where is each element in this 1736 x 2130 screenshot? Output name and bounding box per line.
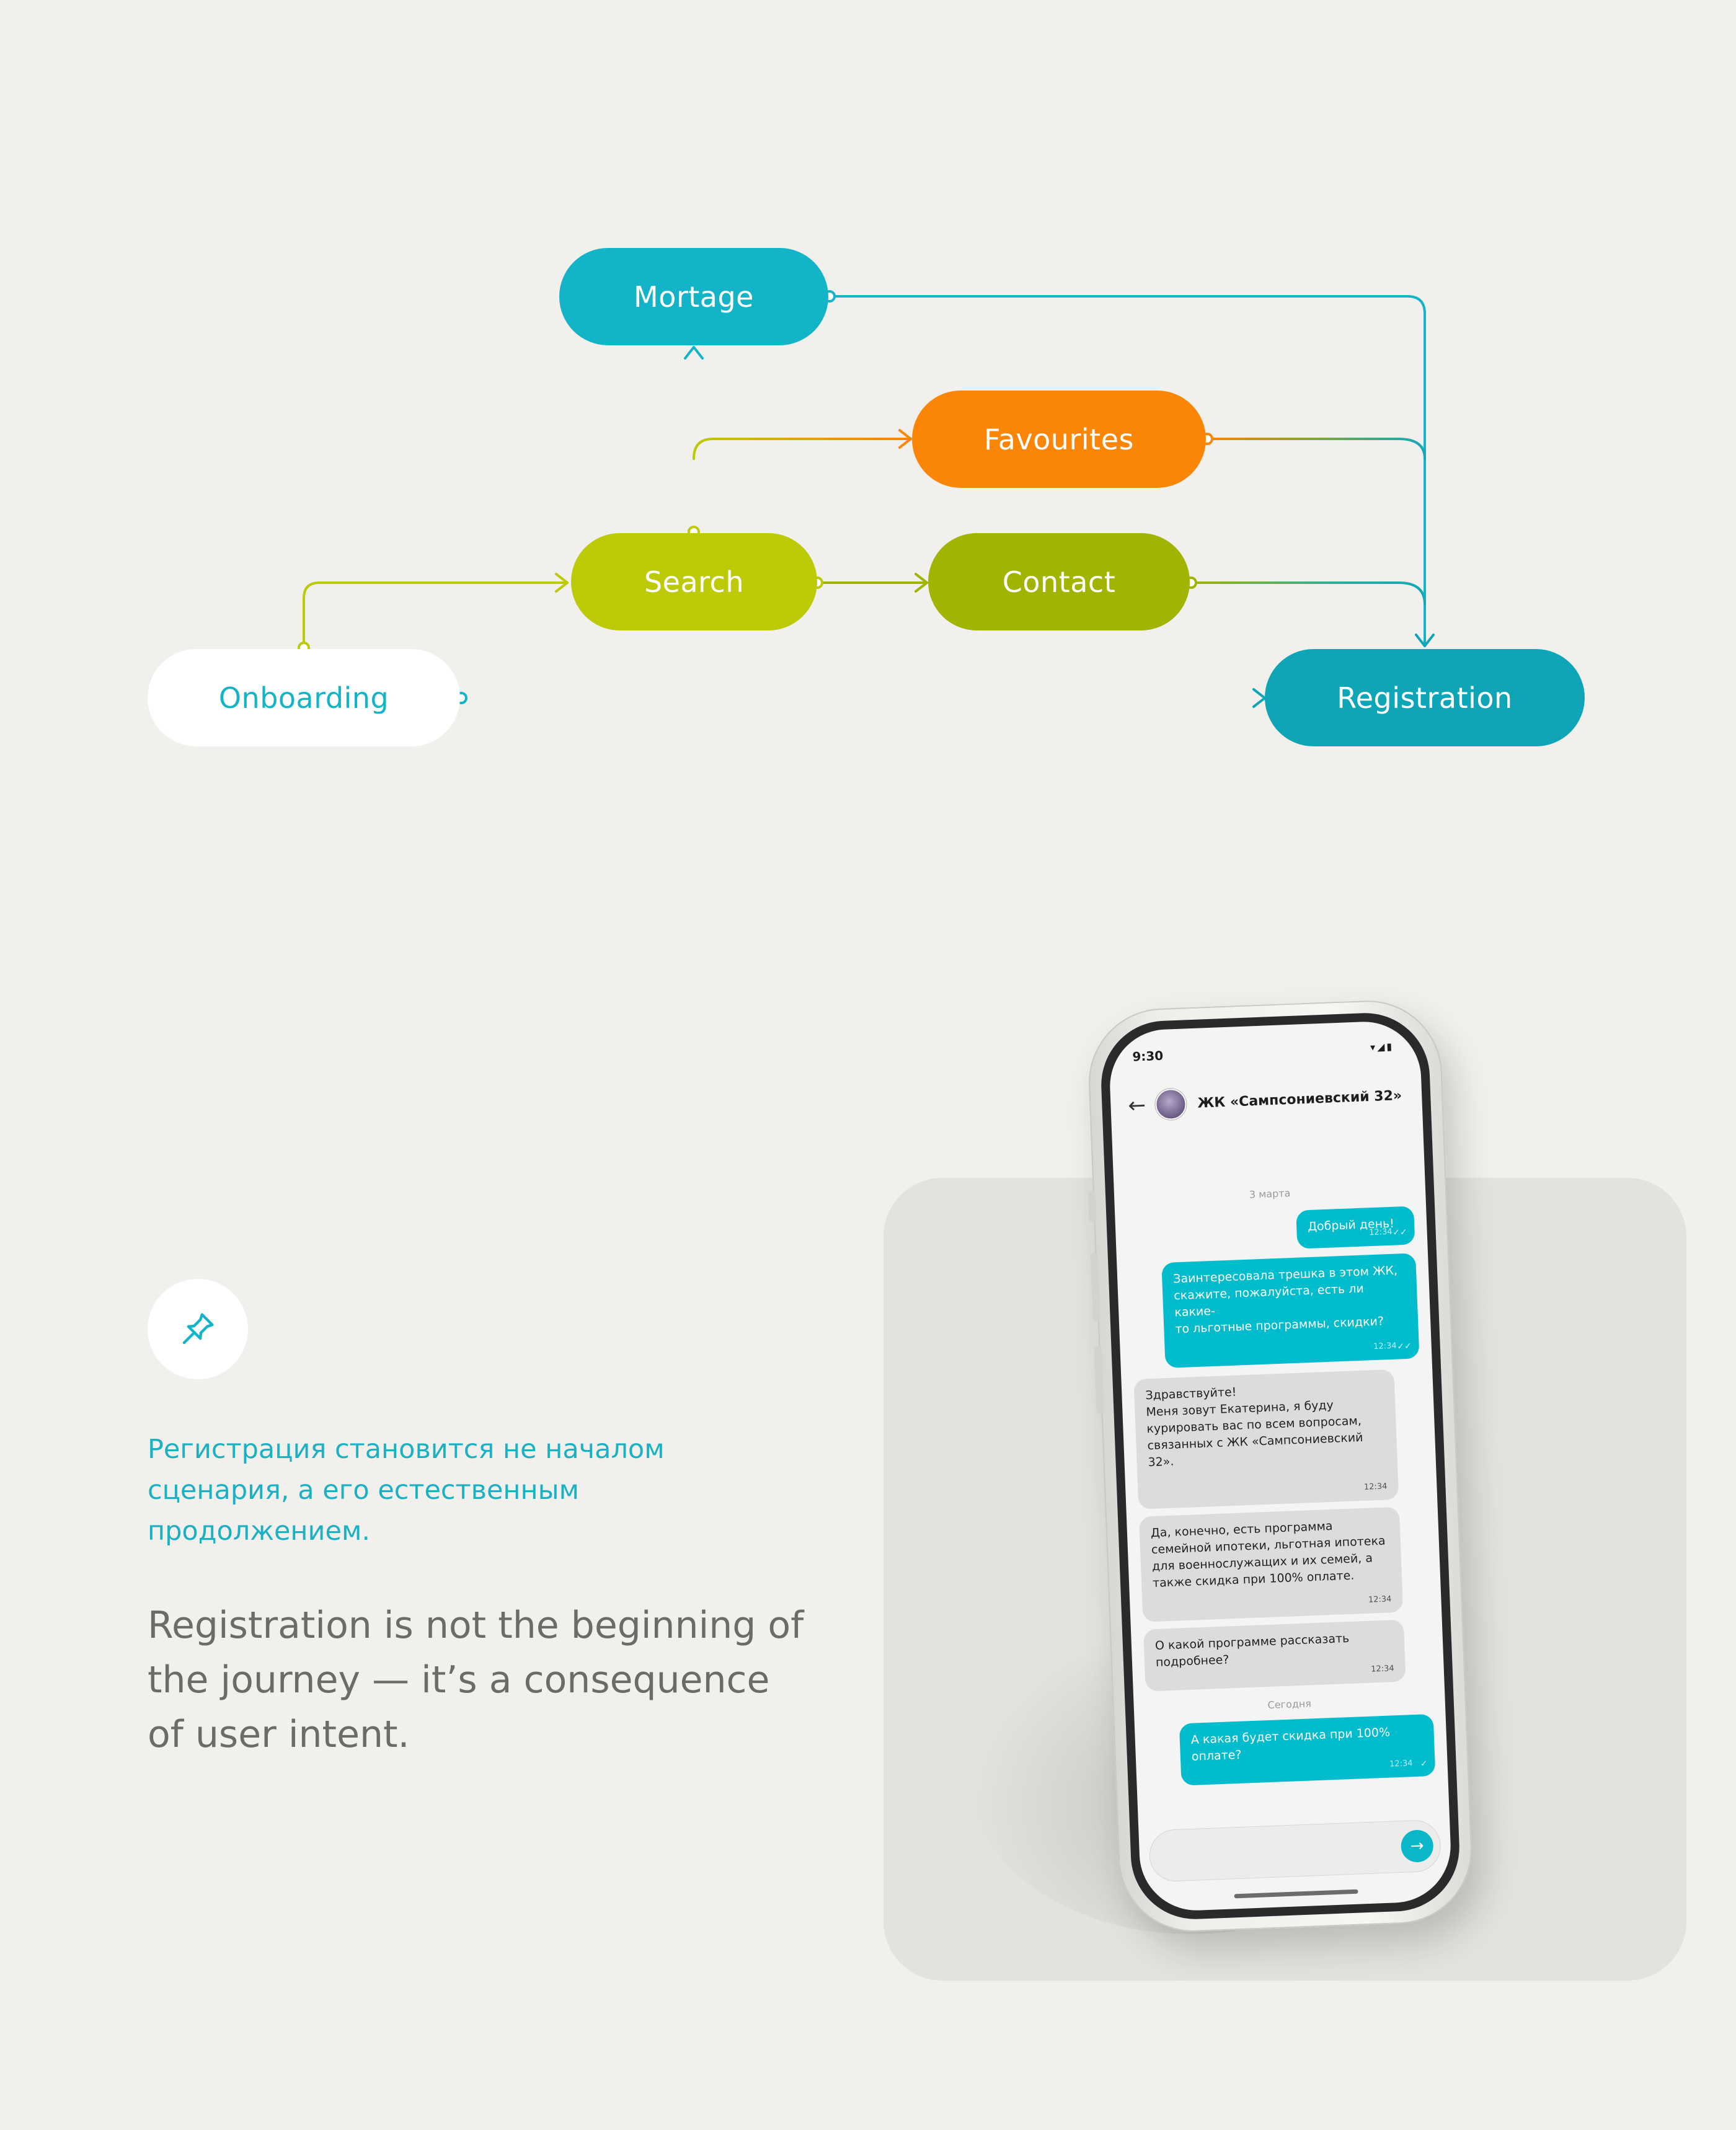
node-search: Search xyxy=(571,533,817,630)
edge-to-registration-arrow xyxy=(1415,634,1435,647)
edge-search-mortage-arrow xyxy=(684,346,704,360)
message-time: 12:34 xyxy=(1373,1341,1397,1352)
node-contact: Contact xyxy=(928,533,1190,630)
date-separator: Сегодня xyxy=(1267,1697,1312,1712)
message-time: 12:34 xyxy=(1363,1482,1388,1492)
chat-header: ← ЖК «Сампсониевский 32» xyxy=(1127,1074,1407,1128)
message-incoming: О какой программе рассказать подробнее? … xyxy=(1143,1619,1406,1692)
feature-text-en: Registration is not the beginning of the… xyxy=(148,1604,804,1756)
message-outgoing: А какая будет скидка при 100% оплате? 12… xyxy=(1179,1713,1436,1786)
node-favourites: Favourites xyxy=(912,391,1206,488)
node-registration: Registration xyxy=(1265,649,1585,746)
read-ticks-icon: ✓✓ xyxy=(1396,1341,1412,1352)
message-incoming: Да, конечно, есть программа семейной ипо… xyxy=(1138,1506,1404,1622)
edge-search-favourites xyxy=(693,438,912,460)
message-text: Здравствуйте! Меня зовут Екатерина, я бу… xyxy=(1145,1385,1363,1470)
message-incoming: Здравствуйте! Меня зовут Екатерина, я бу… xyxy=(1133,1369,1399,1509)
read-ticks-icon: ✓✓ xyxy=(1392,1227,1407,1238)
feature-text-ru: Регистрация становится не началом сценар… xyxy=(148,1434,665,1547)
home-indicator[interactable] xyxy=(1234,1889,1358,1899)
phone-side-button xyxy=(1087,1191,1097,1222)
edge-mortage-registration xyxy=(828,295,1426,647)
edge-contact-registration xyxy=(1190,581,1426,606)
chat-title: ЖК «Сампсониевский 32» xyxy=(1197,1087,1402,1111)
message-outgoing: Добрый день! 12:34 ✓✓ xyxy=(1296,1206,1415,1249)
edge-search-favourites-arrow xyxy=(898,429,912,449)
message-time: 12:34 xyxy=(1389,1759,1413,1769)
date-separator: 3 марта xyxy=(1249,1187,1291,1201)
send-button[interactable]: → xyxy=(1400,1829,1434,1863)
message-time: 12:34 xyxy=(1368,1227,1393,1238)
message-text: О какой программе рассказать подробнее? xyxy=(1154,1631,1350,1669)
edge-onboarding-search xyxy=(303,581,569,649)
status-time: 9:30 xyxy=(1132,1048,1164,1064)
pin-icon xyxy=(182,1313,214,1345)
send-arrow-icon: → xyxy=(1410,1836,1425,1856)
edge-search-contact-arrow xyxy=(914,573,928,593)
edge-favourites-registration xyxy=(1206,438,1426,460)
read-ticks-icon: ✓ xyxy=(1420,1759,1428,1769)
message-text: Да, конечно, есть программа семейной ипо… xyxy=(1150,1519,1386,1591)
phone-screen: 9:30 ▾◢▮ ← ЖК «Сампсониевский 32» 3 март… xyxy=(1107,1019,1453,1913)
message-time: 12:34 xyxy=(1370,1664,1394,1674)
node-mortage: Mortage xyxy=(559,248,828,345)
avatar[interactable] xyxy=(1154,1088,1187,1121)
message-text: Заинтересовала трешка в этом ЖК, скажите… xyxy=(1172,1263,1398,1337)
phone-mockup: 9:30 ▾◢▮ ← ЖК «Сампсониевский 32» 3 март… xyxy=(1086,997,1475,1935)
status-icons: ▾◢▮ xyxy=(1370,1040,1394,1053)
edge-onboarding-search-arrow xyxy=(555,573,569,593)
node-onboarding: Onboarding xyxy=(148,649,460,746)
back-arrow-icon[interactable]: ← xyxy=(1127,1092,1146,1118)
message-time: 12:34 xyxy=(1368,1594,1392,1605)
message-input[interactable]: → xyxy=(1148,1819,1442,1883)
pin-badge xyxy=(148,1279,248,1379)
message-text: А какая будет скидка при 100% оплате? xyxy=(1190,1725,1391,1764)
message-outgoing: Заинтересовала трешка в этом ЖК, скажите… xyxy=(1161,1253,1420,1368)
